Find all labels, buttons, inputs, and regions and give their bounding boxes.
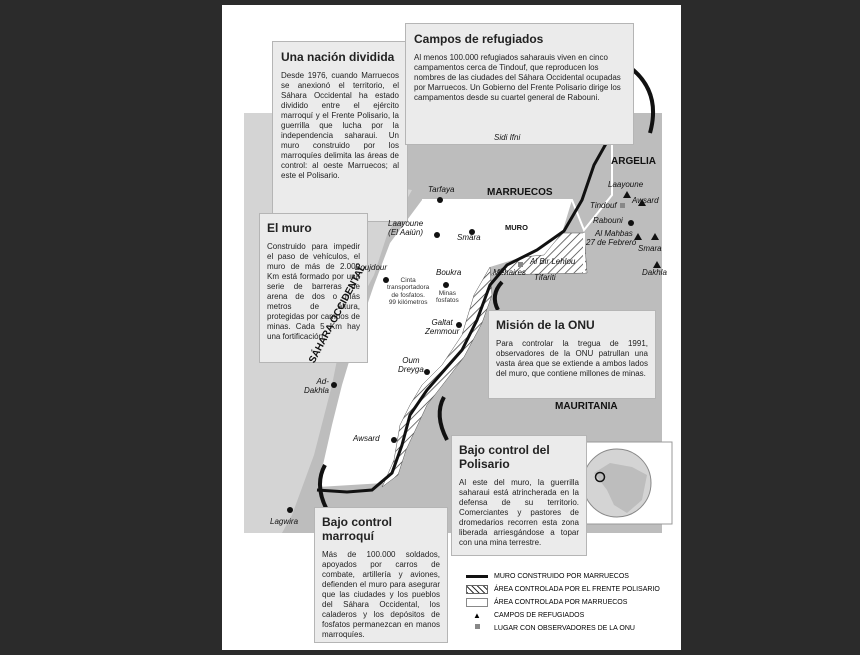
place-awsard: Awsard xyxy=(353,434,380,443)
box-title: Misión de la ONU xyxy=(496,318,595,332)
inset-location-marker xyxy=(594,471,606,483)
region-mauritania: MAURITANIA xyxy=(555,401,618,412)
place-lagwira: Lagwira xyxy=(270,517,299,526)
place-galtat-zemmour: Galtat Zemmour xyxy=(425,318,460,337)
moroccan-wall xyxy=(316,132,614,494)
camp-triangle xyxy=(638,199,646,206)
city-dot xyxy=(469,229,475,235)
map-page: Una nación dividida Desde 1976, cuando M… xyxy=(222,5,681,650)
box-text: Al menos 100.000 refugiados saharauis vi… xyxy=(414,53,621,102)
place-tarfaya: Tarfaya xyxy=(428,185,455,194)
city-dot xyxy=(437,197,443,203)
place-mehaires: Mehaires xyxy=(493,268,526,277)
arrow-marroqui xyxy=(318,464,329,511)
legend-swatch-triangle-icon: ▲ xyxy=(473,611,481,620)
moroccan-controlled-area xyxy=(318,200,572,487)
inset-africa xyxy=(594,463,647,513)
box-title: Bajo control marroquí xyxy=(322,515,393,543)
box-text: Para controlar la tregua de 1991, observ… xyxy=(496,339,648,378)
legend-swatch-square-icon xyxy=(466,624,488,633)
place-al-bir-lehlou: Al Bir Lehlou xyxy=(530,257,576,266)
legend-label: CAMPOS DE REFUGIADOS xyxy=(494,612,585,619)
box-title: Campos de refugiados xyxy=(414,32,544,46)
city-dot xyxy=(443,282,449,288)
legend-label: ÁREA CONTROLADA POR MARRUECOS xyxy=(494,599,628,606)
region-argelia: ARGELIA xyxy=(611,156,656,167)
box-el-muro: El muro Construido para impedir el paso … xyxy=(259,213,368,363)
place-tifariti: Tifariti xyxy=(534,273,556,282)
box-mision-onu: Misión de la ONU Para controlar la tregu… xyxy=(488,310,656,399)
camp-tindouf: Tindouf xyxy=(590,201,617,210)
legend-label: MURO CONSTRUIDO POR MARRUECOS xyxy=(494,573,629,580)
camp-smara: Smara xyxy=(638,244,662,253)
camp-triangle xyxy=(623,191,631,198)
box-control-marroqui: Bajo control marroquí Más de 100.000 sol… xyxy=(314,507,448,643)
legend-row-polisario: ÁREA CONTROLADA POR EL FRENTE POLISARIO xyxy=(466,583,676,596)
city-dot xyxy=(456,322,462,328)
region-marruecos: MARRUECOS xyxy=(487,187,553,198)
place-ad-dakhla: Ad- Dakhla xyxy=(304,377,329,396)
place-oum-dreyga: Oum Dreyga xyxy=(398,356,424,375)
city-dot xyxy=(434,232,440,238)
city-dot xyxy=(391,437,397,443)
camp-triangle xyxy=(651,233,659,240)
legend-label: LUGAR CON OBSERVADORES DE LA ONU xyxy=(494,625,635,632)
morocco-algeria-border xyxy=(422,133,613,232)
box-text: Construido para impedir el paso de vehíc… xyxy=(267,242,360,341)
legend: MURO CONSTRUIDO POR MARRUECOS ÁREA CONTR… xyxy=(466,570,676,635)
annotation-minas-fosfatos: Minas fosfatos xyxy=(436,290,459,305)
place-sidi-ifni: Sidi Ifni xyxy=(494,133,521,142)
legend-swatch-white xyxy=(466,598,488,607)
camp-triangle xyxy=(634,233,642,240)
place-laayoune: Laayoune (El Aaiún) xyxy=(388,219,424,238)
legend-row-onu: LUGAR CON OBSERVADORES DE LA ONU xyxy=(466,622,676,635)
box-text: Más de 100.000 soldados, apoyados por ca… xyxy=(322,550,440,639)
box-title: El muro xyxy=(267,221,312,235)
city-dot xyxy=(287,507,293,513)
place-boukra: Boukra xyxy=(436,268,462,277)
camp-dakhla: Dakhla xyxy=(642,268,667,277)
city-dot xyxy=(628,220,634,226)
legend-swatch-hatch xyxy=(466,585,488,594)
city-dot xyxy=(383,277,389,283)
city-dot xyxy=(331,382,337,388)
camp-triangle xyxy=(653,261,661,268)
camp-al-mahbas: Al Mahbas xyxy=(595,229,633,238)
place-smara: Smara xyxy=(457,233,481,242)
box-title: Bajo control del Polisario xyxy=(459,443,550,471)
arrow-mision xyxy=(492,280,504,311)
box-text: Al este del muro, la guerrilla saharaui … xyxy=(459,478,579,547)
legend-swatch-wall xyxy=(466,575,488,578)
camp-markers xyxy=(623,191,661,268)
camp-rabouni: Rabouni xyxy=(593,216,623,225)
camp-awsard: Awsard xyxy=(632,196,659,205)
box-nacion-dividida: Una nación dividida Desde 1976, cuando M… xyxy=(272,41,408,222)
legend-row-campos: ▲ CAMPOS DE REFUGIADOS xyxy=(466,609,676,622)
camp-laayoune: Laayoune xyxy=(608,180,644,189)
camp-27-febrero: 27 de Febrero xyxy=(586,238,637,247)
onu-marker xyxy=(518,262,523,267)
annotation-cinta-transportadora: Cinta transportadora de fosfatos. 99 kil… xyxy=(387,277,430,307)
region-muro-label: MURO xyxy=(505,223,528,232)
legend-row-marruecos: ÁREA CONTROLADA POR MARRUECOS xyxy=(466,596,676,609)
city-dots xyxy=(287,134,634,513)
city-dot xyxy=(424,369,430,375)
box-campos-refugiados: Campos de refugiados Al menos 100.000 re… xyxy=(405,23,634,145)
onu-marker-tindouf xyxy=(620,203,625,208)
box-text: Desde 1976, cuando Marruecos se anexionó… xyxy=(281,71,399,180)
place-boujdour: Boujdour xyxy=(355,263,388,272)
legend-label: ÁREA CONTROLADA POR EL FRENTE POLISARIO xyxy=(494,586,660,593)
arrow-polisario xyxy=(437,396,449,441)
legend-row-muro: MURO CONSTRUIDO POR MARRUECOS xyxy=(466,570,676,583)
box-control-polisario: Bajo control del Polisario Al este del m… xyxy=(451,435,587,556)
box-title: Una nación dividida xyxy=(281,50,395,64)
